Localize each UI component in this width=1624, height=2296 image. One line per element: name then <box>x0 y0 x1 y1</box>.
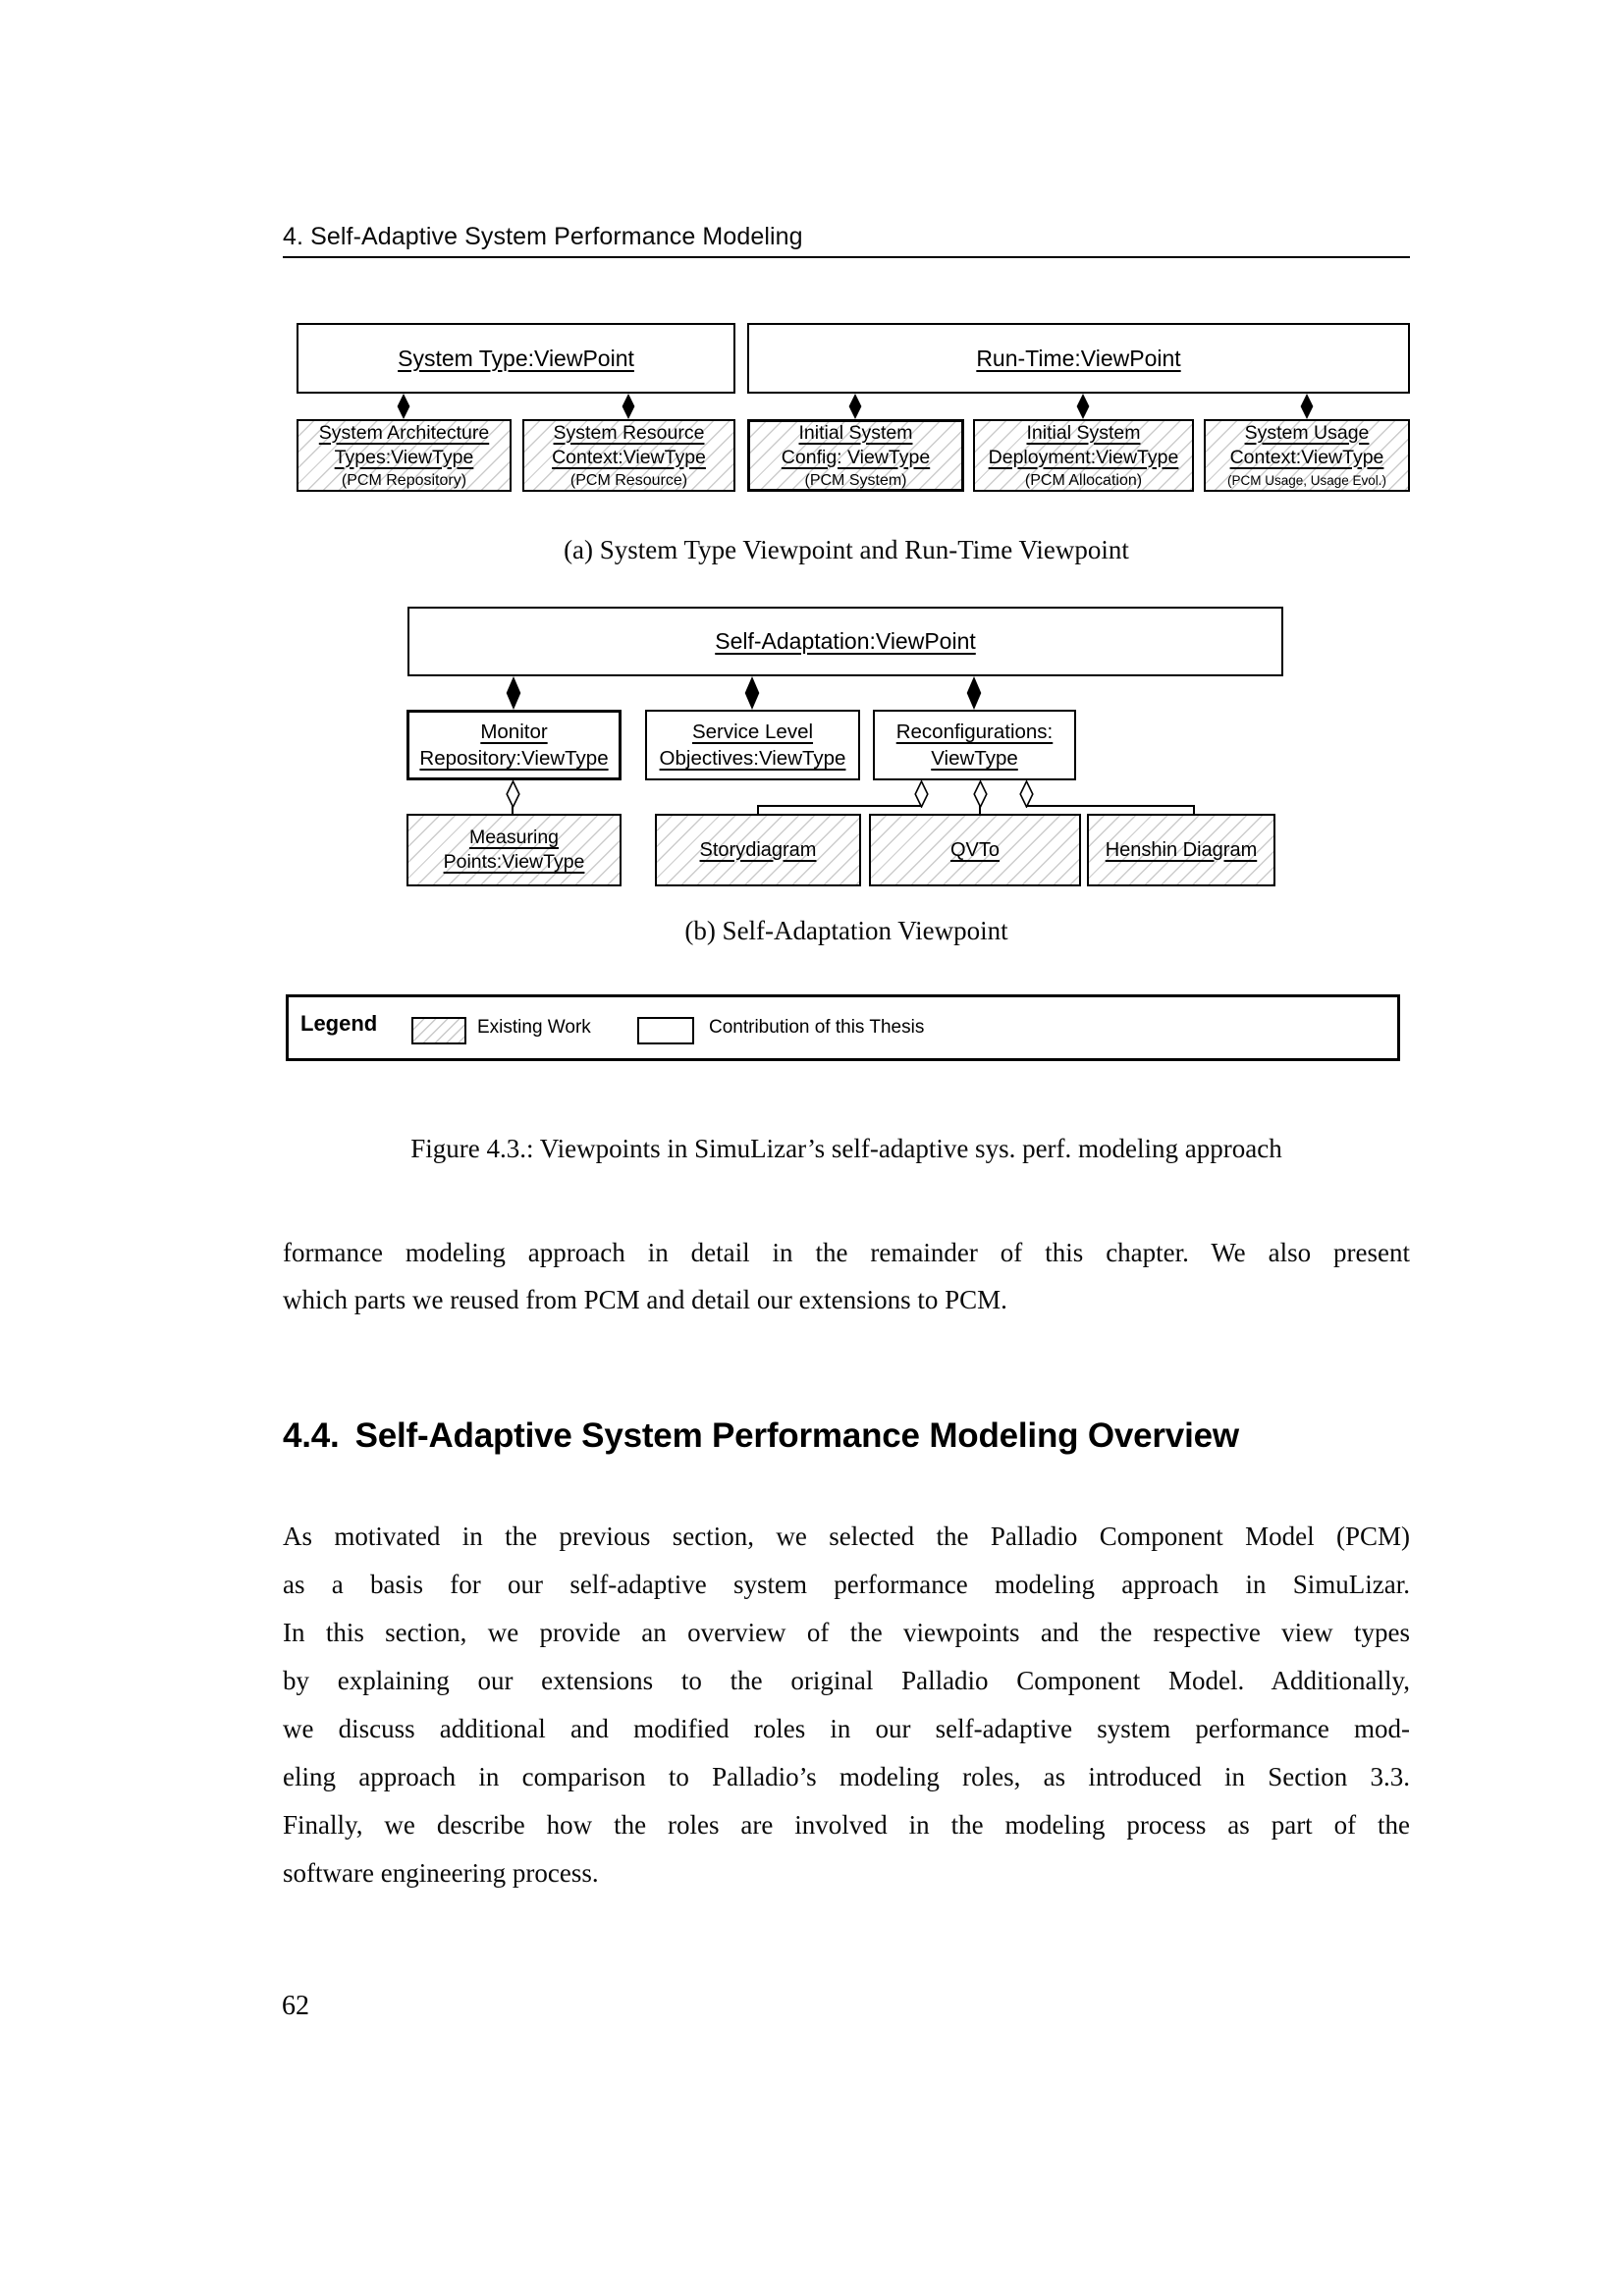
legend-swatch-existing <box>411 1017 466 1044</box>
legend-box: Legend Existing Work Contribution of thi… <box>286 994 1400 1061</box>
viewtype-label-line: ViewType <box>931 747 1018 770</box>
composition-diamond-icon <box>966 676 982 710</box>
viewtype-box-system-resource-context: System Resource Context:ViewType (PCM Re… <box>522 419 735 492</box>
body-line: formance modeling approach in detail in … <box>283 1238 1410 1267</box>
viewtype-label-line: Reconfigurations: <box>895 721 1054 743</box>
viewpoint-label: Run-Time:ViewPoint <box>976 345 1181 371</box>
viewtype-box-reconfigurations: Reconfigurations: ViewType <box>873 710 1076 780</box>
composition-diamond-icon <box>397 394 410 419</box>
viewtype-label-line: Objectives:ViewType <box>659 747 846 770</box>
leaf-label: Henshin Diagram <box>1105 838 1258 861</box>
body-line: Finally, we describe how the roles are i… <box>283 1810 1410 1840</box>
viewtype-box-system-architecture-types: System Architecture Types:ViewType (PCM … <box>297 419 512 492</box>
viewpoint-label: System Type:ViewPoint <box>398 345 634 371</box>
page-number: 62 <box>282 1991 309 2021</box>
viewtype-sublabel: (PCM Resource) <box>569 471 688 489</box>
composition-diamond-icon <box>506 676 521 710</box>
viewtype-box-monitor-repository: Monitor Repository:ViewType <box>406 710 622 780</box>
viewtype-label-line: System Resource <box>553 421 705 444</box>
viewtype-sublabel: (PCM Allocation) <box>1024 471 1143 489</box>
body-line: we discuss additional and modified roles… <box>283 1714 1410 1743</box>
section-number: 4.4. <box>283 1416 340 1455</box>
leaf-box-henshin-diagram: Henshin Diagram <box>1087 814 1275 886</box>
section-title: Self-Adaptive System Performance Modelin… <box>354 1416 1239 1455</box>
viewtype-box-initial-system-deployment: Initial System Deployment:ViewType (PCM … <box>973 419 1194 492</box>
viewpoint-box-run-time: Run-Time:ViewPoint <box>747 323 1410 394</box>
caption-a: (a) System Type Viewpoint and Run-Time V… <box>564 535 1129 564</box>
viewtype-label-line: Service Level <box>691 721 814 743</box>
leaf-box-qvto: QVTo <box>869 814 1081 886</box>
running-header: 4. Self-Adaptive System Performance Mode… <box>283 223 803 250</box>
viewtype-label-line: Config: ViewType <box>781 446 931 468</box>
viewpoint-box-system-type: System Type:ViewPoint <box>297 323 735 394</box>
body-line: as a basis for our self-adaptive system … <box>283 1570 1410 1599</box>
viewpoint-box-self-adaptation: Self-Adaptation:ViewPoint <box>407 607 1283 676</box>
leaf-box-storydiagram: Storydiagram <box>655 814 861 886</box>
connector-line <box>1026 805 1195 807</box>
body-line: which parts we reused from PCM and detai… <box>283 1285 1007 1314</box>
body-line: software engineering process. <box>283 1858 599 1888</box>
composition-diamond-icon <box>1076 394 1090 419</box>
viewtype-box-initial-system-config: Initial System Config: ViewType (PCM Sys… <box>747 419 964 492</box>
legend-swatch-contribution <box>637 1017 694 1044</box>
leaf-label: Storydiagram <box>699 838 817 861</box>
body-line: eling approach in comparison to Palladio… <box>283 1762 1410 1791</box>
legend-label-contribution: Contribution of this Thesis <box>709 1017 925 1038</box>
viewtype-label-line: Monitor <box>480 721 548 743</box>
aggregation-diamond-icon <box>1019 780 1034 808</box>
composition-diamond-icon <box>744 676 760 710</box>
aggregation-diamond-icon <box>914 780 929 808</box>
connector-line <box>979 806 981 814</box>
caption-b: (b) Self-Adaptation Viewpoint <box>684 916 1008 945</box>
aggregation-diamond-icon <box>973 780 988 808</box>
connector-line <box>757 805 759 814</box>
viewtype-label-line: Initial System <box>1026 421 1141 444</box>
composition-diamond-icon <box>848 394 862 419</box>
body-line: In this section, we provide an overview … <box>283 1618 1410 1647</box>
body-line: As motivated in the previous section, we… <box>283 1522 1410 1551</box>
viewtype-label-line: Context:ViewType <box>552 446 706 468</box>
viewtype-label-line: Points:ViewType <box>443 851 585 873</box>
viewtype-label-line: Deployment:ViewType <box>988 446 1179 468</box>
body-paragraph-continuation: formance modeling approach in detail in … <box>283 1229 1410 1323</box>
body-line: by explaining our extensions to the orig… <box>283 1666 1410 1695</box>
composition-diamond-icon <box>1300 394 1314 419</box>
header-rule <box>283 256 1410 258</box>
connector-line <box>1193 805 1195 814</box>
composition-diamond-icon <box>622 394 635 419</box>
body-paragraph-overview: As motivated in the previous section, we… <box>283 1513 1410 1897</box>
viewtype-sublabel: (PCM System) <box>804 471 907 489</box>
leaf-label: QVTo <box>949 838 1001 861</box>
viewtype-label-line: Context:ViewType <box>1229 446 1384 468</box>
viewtype-label-line: Measuring <box>468 827 560 848</box>
viewtype-box-service-level-objectives: Service Level Objectives:ViewType <box>645 710 860 780</box>
viewtype-label-line: System Usage <box>1244 421 1370 444</box>
aggregation-diamond-icon <box>506 780 520 808</box>
legend-title: Legend <box>300 1011 378 1036</box>
connector-line <box>757 805 922 807</box>
section-heading: 4.4. Self-Adaptive System Performance Mod… <box>283 1416 1239 1456</box>
viewtype-label-line: Repository:ViewType <box>419 747 609 770</box>
viewtype-label-line: Initial System <box>798 421 913 444</box>
viewtype-box-measuring-points: Measuring Points:ViewType <box>406 814 622 886</box>
connector-line <box>512 806 514 814</box>
viewtype-sublabel: (PCM Usage, Usage Evol.) <box>1226 472 1387 488</box>
viewtype-box-system-usage-context: System Usage Context:ViewType (PCM Usage… <box>1204 419 1410 492</box>
viewtype-sublabel: (PCM Repository) <box>341 471 467 489</box>
viewtype-label-line: System Architecture <box>318 421 490 444</box>
viewtype-label-line: Types:ViewType <box>334 446 474 468</box>
legend-label-existing: Existing Work <box>477 1017 591 1038</box>
viewpoint-label: Self-Adaptation:ViewPoint <box>715 628 976 654</box>
figure-caption: Figure 4.3.: Viewpoints in SimuLizar’s s… <box>410 1134 1282 1163</box>
